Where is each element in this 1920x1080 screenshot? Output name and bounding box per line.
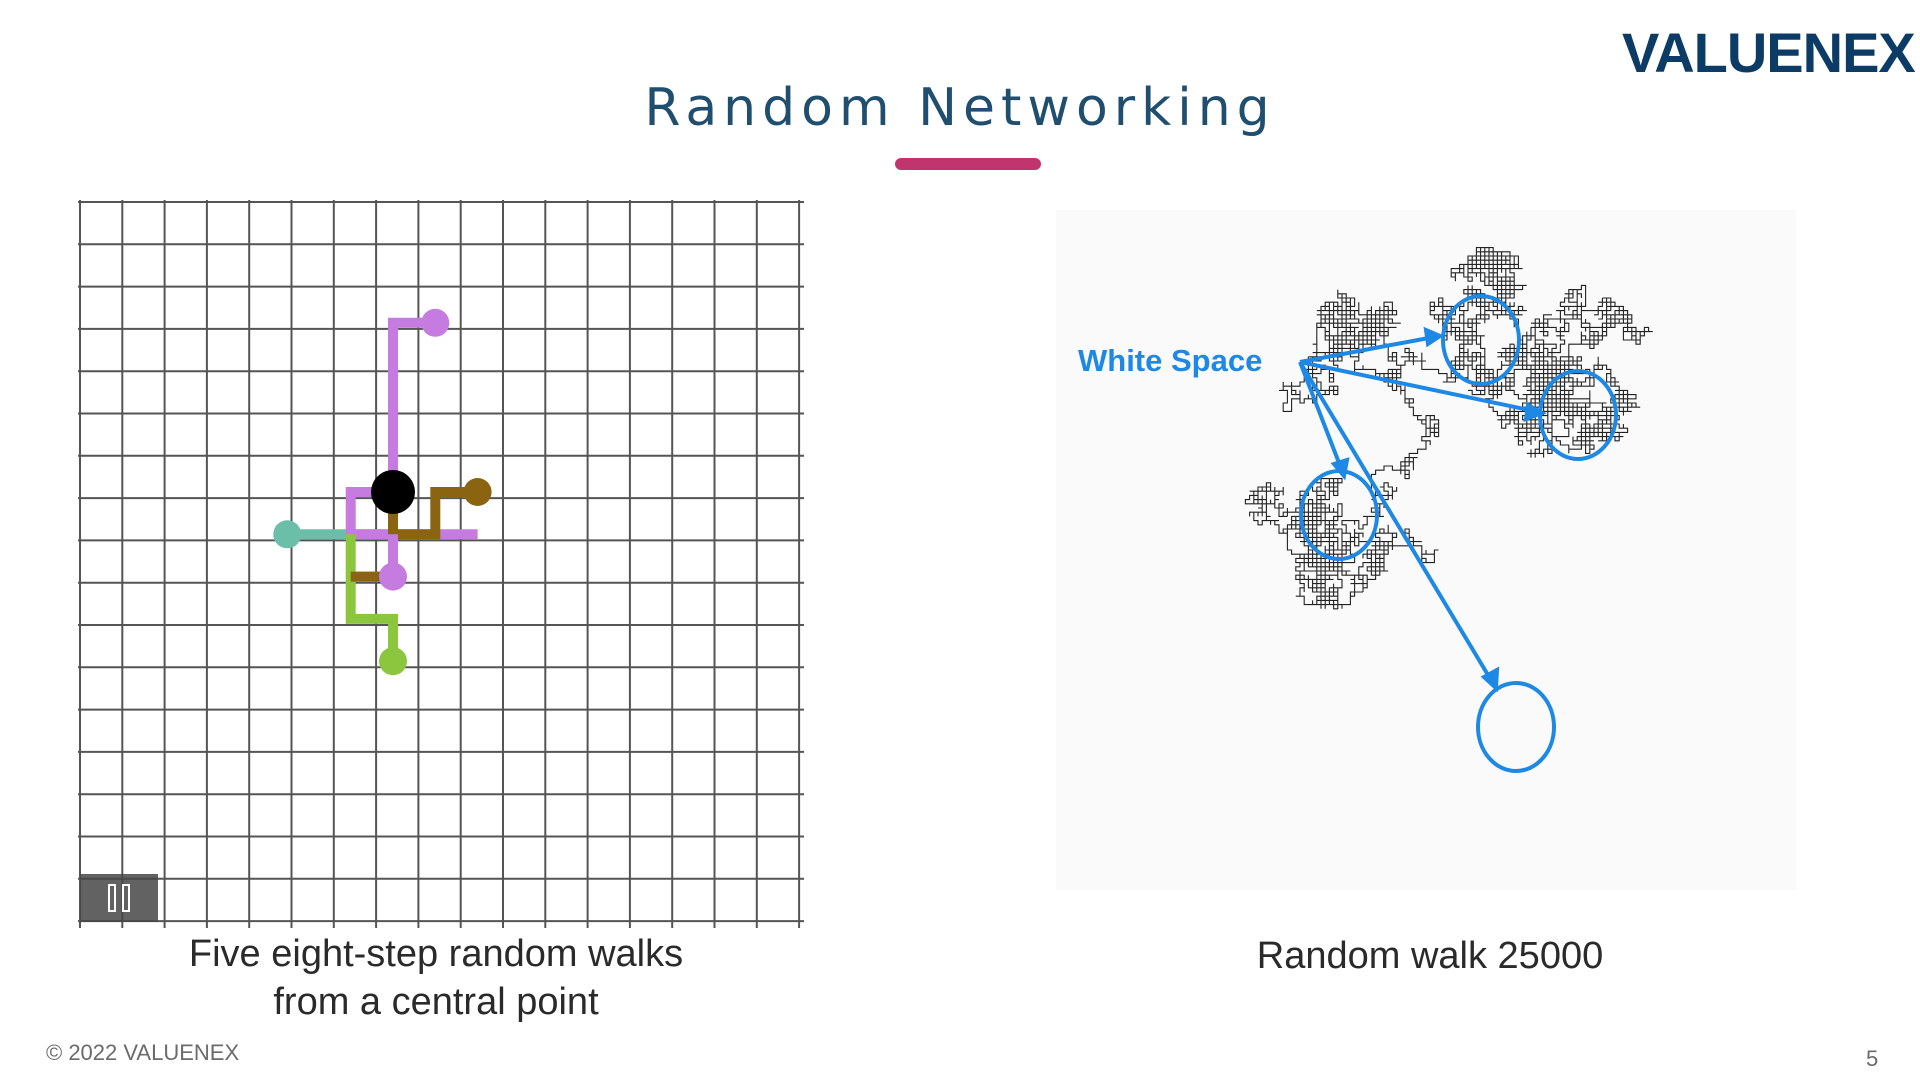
slide-title: Random Networking bbox=[644, 78, 1276, 138]
arrow-1 bbox=[1299, 335, 1435, 364]
arrow-4 bbox=[1298, 360, 1493, 682]
walk-path-4 bbox=[345, 534, 398, 662]
arrow-3 bbox=[1298, 361, 1343, 469]
right-caption: Random walk 25000 bbox=[1256, 935, 1604, 977]
center-point bbox=[371, 470, 415, 514]
walk-endpoint bbox=[379, 647, 407, 676]
left-caption: Five eight-step random walks from a cent… bbox=[78, 930, 794, 1026]
walk-endpoint bbox=[273, 520, 302, 549]
walk-path-3 bbox=[388, 487, 478, 540]
left-caption-line2: from a central point bbox=[273, 981, 599, 1023]
white-space-circle-2 bbox=[1538, 369, 1618, 461]
arrow-2 bbox=[1299, 360, 1535, 413]
valuenex-logo: VALUENEX bbox=[1622, 21, 1916, 84]
white-space-annotation: White Space bbox=[1078, 343, 1263, 378]
walk-endpoints bbox=[273, 308, 492, 676]
page-number: 5 bbox=[1866, 1046, 1879, 1071]
random-walk-25000-figure bbox=[1056, 210, 1796, 890]
walk-endpoint bbox=[463, 478, 492, 506]
arrowhead-3 bbox=[1330, 457, 1350, 481]
white-space-circle-4 bbox=[1476, 681, 1556, 773]
left-caption-line1: Five eight-step random walks bbox=[188, 933, 684, 975]
pause-icon-bar bbox=[122, 884, 130, 912]
pause-icon bbox=[108, 884, 116, 912]
pause-button[interactable] bbox=[80, 874, 158, 922]
copyright: © 2022 VALUENEX bbox=[46, 1040, 240, 1065]
walk-endpoint bbox=[379, 562, 407, 591]
grid-lines bbox=[78, 200, 804, 928]
random-walk-path bbox=[1244, 247, 1653, 610]
walk-path-2 bbox=[345, 317, 478, 540]
white-space-circle-1 bbox=[1441, 294, 1521, 386]
title-accent-bar bbox=[895, 158, 1041, 170]
arrowhead-1 bbox=[1423, 326, 1445, 348]
white-space-arrows bbox=[1298, 326, 1547, 693]
arrowhead-2 bbox=[1523, 401, 1547, 423]
arrowhead-4 bbox=[1480, 666, 1500, 693]
walk-endpoint bbox=[421, 308, 450, 337]
random-walk-grid-figure bbox=[78, 200, 804, 930]
